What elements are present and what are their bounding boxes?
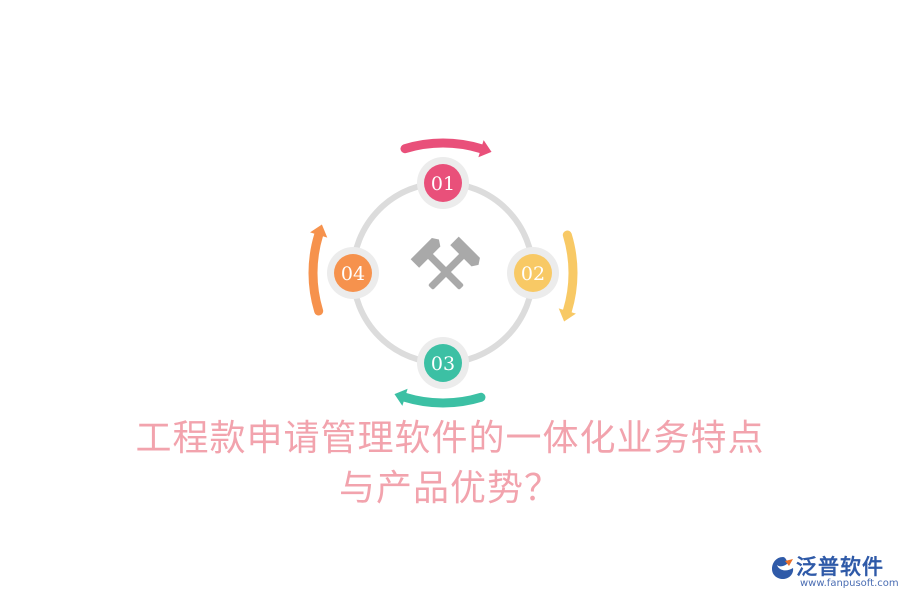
step-node-circle (334, 254, 372, 292)
step-number-01: 01 (431, 173, 455, 195)
cycle-arrowhead-02 (558, 308, 576, 322)
cycle-arrowhead-03 (394, 388, 408, 406)
cycle-arrow-01 (400, 138, 486, 154)
cycle-arrow-04 (308, 230, 324, 316)
step-node-circle (424, 164, 462, 202)
cycle-arrows (308, 138, 578, 408)
page-title: 工程款申请管理软件的一体化业务特点 与产品优势？ (0, 414, 900, 514)
hammer-pick-icon (410, 236, 480, 290)
step-node-04: 04 (327, 247, 379, 299)
title-line-2: 与产品优势？ (338, 468, 561, 509)
step-node-circle (424, 344, 462, 382)
brand-name: 泛普软件 (796, 555, 884, 579)
cycle-arrow-02 (562, 230, 578, 316)
cycle-diagram: 01 02 03 04 (308, 138, 578, 408)
cycle-nodes: 01 02 03 04 (327, 157, 559, 389)
step-node-circle (514, 254, 552, 292)
cycle-arrow-03 (400, 392, 486, 408)
step-node-01: 01 (417, 157, 469, 209)
step-number-02: 02 (521, 263, 545, 285)
title-line-1: 工程款申请管理软件的一体化业务特点 (135, 418, 765, 459)
step-node-02: 02 (507, 247, 559, 299)
brand-url: www.fanpusoft.com (800, 578, 899, 589)
cycle-arrowhead-04 (310, 224, 328, 238)
cycle-arrowhead-01 (478, 140, 492, 158)
step-number-04: 04 (341, 263, 365, 285)
step-number-03: 03 (431, 353, 455, 375)
brand-logo[interactable]: 泛普软件 www.fanpusoft.com (770, 551, 899, 595)
fanpu-logo-icon (772, 557, 794, 579)
step-node-03: 03 (417, 337, 469, 389)
